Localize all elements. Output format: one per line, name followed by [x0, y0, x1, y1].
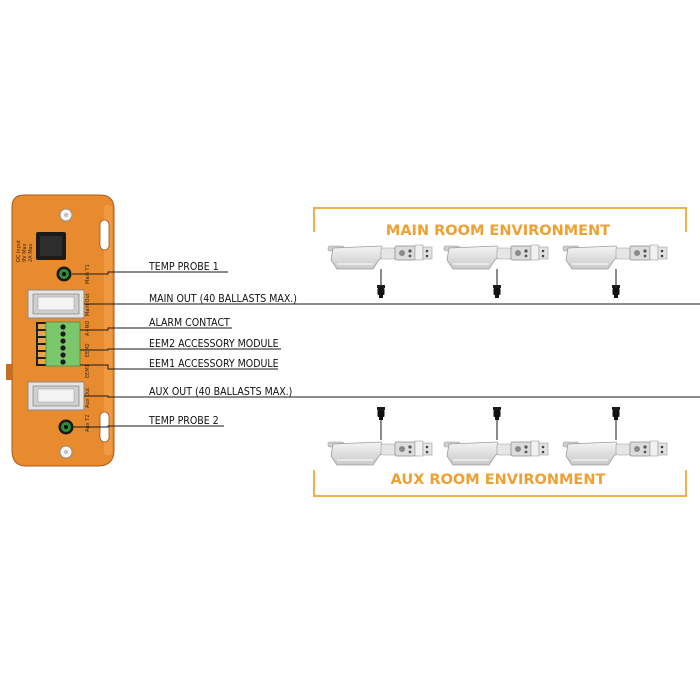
terminal-block[interactable]	[36, 321, 81, 367]
main-fixture-1	[327, 244, 433, 270]
controller-unit: DC Input 9V Max 2A Max Main T1 Main Out	[6, 194, 115, 467]
main-out-port-label: Main Out	[85, 293, 91, 316]
leader-lines	[72, 271, 700, 428]
dc-spec-1-label: 9V Max	[22, 243, 28, 262]
aux-plug-3-icon	[612, 407, 620, 420]
aux-fixture-2	[443, 440, 549, 466]
eem1-port-label: EEM1	[85, 364, 91, 378]
t2-port-label: Aux T2	[85, 415, 91, 432]
dc-spec-2-label: 2A Max	[28, 243, 34, 262]
temp-probe-2-label: TEMP PROBE 2	[148, 415, 219, 427]
main-fixture-2	[443, 244, 549, 270]
aux-room-bracket	[313, 470, 687, 497]
alarm-contact-label: ALARM CONTACT	[149, 317, 230, 329]
alarm-port-label: A+NO	[85, 321, 91, 336]
main-out-label: MAIN OUT (40 BALLASTS MAX.)	[149, 293, 297, 305]
aux-out-port-label: Aux Out	[85, 388, 91, 408]
main-room-group: MAIN ROOM ENVIRONMENT	[313, 207, 687, 298]
main-plug-3-icon	[612, 285, 620, 298]
aux-fixture-1	[327, 440, 433, 466]
main-out-port[interactable]	[27, 289, 85, 319]
aux-plug-1-icon	[377, 407, 385, 420]
eem2-accessory-label: EEM2 ACCESSORY MODULE	[149, 338, 279, 350]
aux-plug-2-icon	[493, 407, 501, 420]
aux-out-label: AUX OUT (40 BALLASTS MAX.)	[149, 386, 292, 398]
temp-probe-1-label: TEMP PROBE 1	[148, 261, 219, 273]
main-room-title: MAIN ROOM ENVIRONMENT	[386, 223, 610, 239]
aux-out-port[interactable]	[27, 381, 85, 411]
aux-room-title: AUX ROOM ENVIRONMENT	[391, 472, 606, 488]
dc-input-label: DC Input	[16, 240, 22, 262]
main-fixture-3	[562, 244, 668, 270]
main-plug-2-icon	[493, 285, 501, 298]
main-room-bracket	[313, 207, 687, 232]
eem1-accessory-label: EEM1 ACCESSORY MODULE	[149, 358, 279, 370]
aux-fixture-3	[562, 440, 668, 466]
main-plug-1-icon	[377, 285, 385, 298]
mounting-slot-top	[99, 219, 110, 251]
aux-room-group: AUX ROOM ENVIRONMENT	[313, 407, 687, 497]
